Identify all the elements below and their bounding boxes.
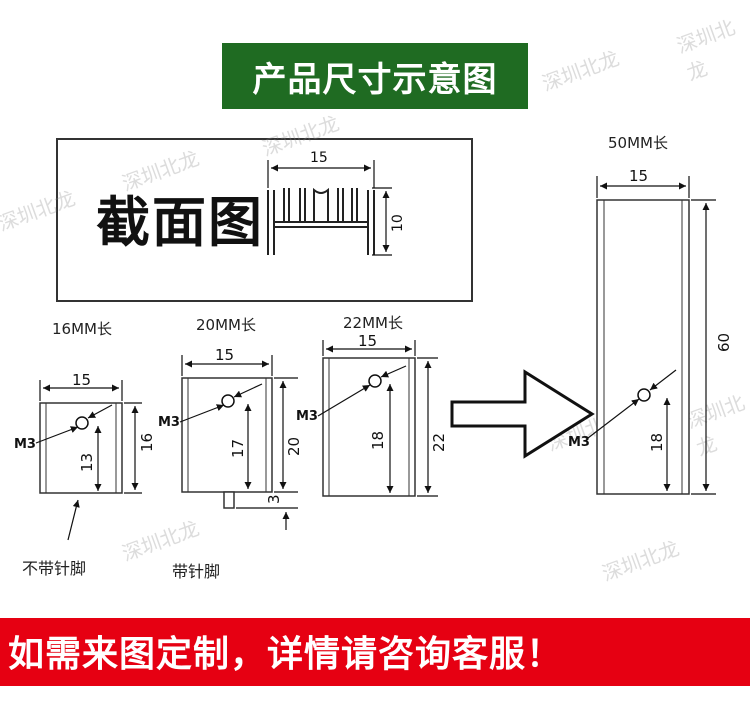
mounting-hole (637, 388, 651, 402)
variant-20mm-pin-length: 3 (265, 494, 283, 504)
page-title: 产品尺寸示意图 (252, 59, 498, 100)
variant-16mm-length-label: 16MM长 (52, 320, 112, 338)
variant-16mm-height: 16 (138, 433, 156, 452)
variant-20mm-width: 15 (215, 346, 234, 364)
thread-label: M3 (568, 435, 590, 450)
variant-50mm-hole-distance: 18 (648, 433, 666, 452)
mounting-hole (221, 394, 235, 408)
direction-arrow (450, 369, 595, 459)
section-view-box (56, 138, 473, 302)
variant-16mm-hole-distance: 13 (78, 453, 96, 472)
section-view-label: 截面图 (96, 191, 264, 254)
footer-banner (0, 618, 750, 686)
mounting-hole (368, 374, 382, 388)
custom-order-notice: 如需来图定制，详情请咨询客服！ (8, 634, 564, 675)
variant-50mm-width: 15 (629, 167, 648, 185)
variant-16mm-width: 15 (72, 371, 91, 389)
variant-16mm-dimensions (35, 380, 142, 494)
variant-22mm-width: 15 (358, 332, 377, 350)
section-width-label: 15 (310, 150, 328, 166)
variant-50mm-length-label: 50MM长 (608, 134, 668, 152)
section-height-dimension (372, 187, 392, 256)
section-height-label: 10 (390, 214, 406, 232)
variant-20mm-hole-distance: 17 (229, 439, 247, 458)
thread-label: M3 (14, 437, 36, 452)
variant-22mm-hole-distance: 18 (369, 431, 387, 450)
variant-22mm-length-label: 22MM长 (343, 314, 403, 332)
pointer-arrow (67, 499, 80, 541)
title-banner: 产品尺寸示意图 (222, 43, 528, 109)
variant-50mm-dimensions (587, 176, 716, 495)
section-width-dimension (267, 160, 375, 188)
variant-22mm-dimensions (317, 340, 438, 497)
section-profile (267, 187, 375, 255)
variant-50mm-block (596, 199, 690, 495)
variant-20mm-height: 20 (285, 437, 303, 456)
with-pin-note: 带针脚 (172, 562, 221, 581)
no-pin-note: 不带针脚 (22, 559, 87, 578)
thread-label: M3 (296, 409, 318, 424)
variant-50mm-height: 60 (715, 333, 733, 352)
mounting-hole (75, 416, 89, 430)
variant-22mm-height: 22 (430, 433, 448, 452)
variant-20mm-dimensions (179, 355, 298, 530)
variant-20mm-length-label: 20MM长 (196, 316, 256, 334)
thread-label: M3 (158, 415, 180, 430)
